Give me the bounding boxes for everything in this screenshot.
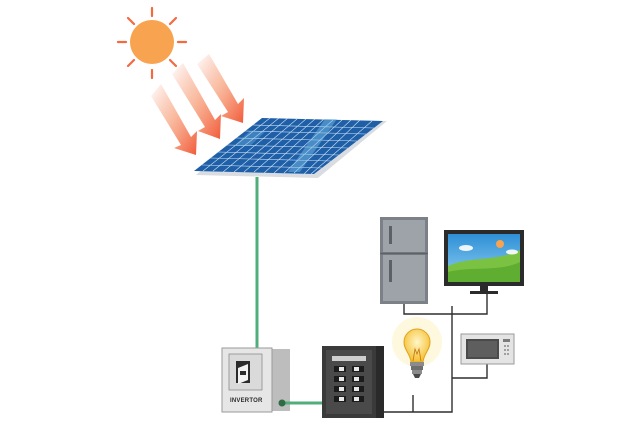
solar-panel-icon (194, 117, 387, 178)
ac-wire-inverter-breaker (278, 399, 322, 407)
arrow-icon (197, 54, 244, 123)
inverter-icon: INVERTOR (221, 347, 290, 413)
inverter-label: INVERTOR (230, 398, 263, 404)
sun-icon (116, 6, 188, 80)
light-bulb-icon (392, 317, 442, 378)
breaker-panel-icon (322, 346, 384, 418)
ac-wiring (384, 292, 488, 413)
light-rays (151, 54, 244, 155)
arrow-icon (151, 84, 197, 155)
sun-icon (496, 240, 504, 248)
microwave-icon (460, 333, 515, 365)
arrow-icon (172, 63, 221, 139)
cloud-icon (459, 245, 518, 255)
television-icon (444, 230, 524, 294)
refrigerator-icon (380, 217, 428, 304)
